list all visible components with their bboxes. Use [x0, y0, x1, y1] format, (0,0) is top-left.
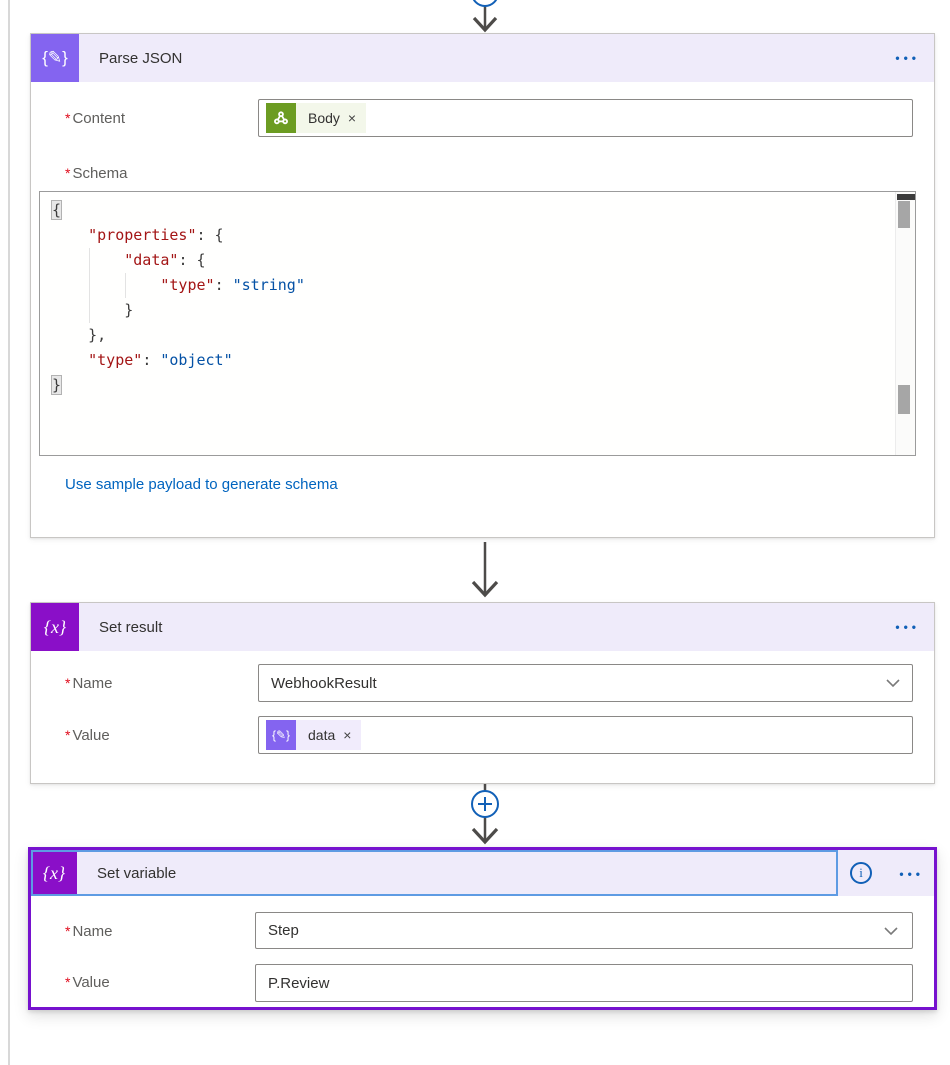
scrollbar-marker: [898, 385, 910, 414]
schema-code: { "properties": { "data": { "type": "str…: [50, 200, 305, 395]
content-field-label: *Content: [65, 110, 125, 127]
parse-json-title: Parse JSON: [99, 49, 183, 67]
scrollbar-thumb[interactable]: [898, 201, 910, 228]
required-asterisk: *: [65, 974, 71, 990]
content-input[interactable]: Body ×: [258, 99, 913, 137]
name-field-label: *Name: [65, 675, 113, 692]
insert-step-button[interactable]: [472, 0, 498, 7]
set-result-title: Set result: [99, 618, 163, 636]
name-field-label: *Name: [65, 923, 113, 940]
connector-parse-to-result: [459, 540, 511, 600]
scrollbar-top-marker: [897, 194, 915, 200]
scope-edge-rule: [8, 0, 10, 1065]
info-icon[interactable]: i: [850, 862, 872, 884]
token-text: data: [308, 727, 336, 743]
value-input[interactable]: {✎} data ×: [258, 716, 913, 754]
indent-guide: [89, 248, 90, 323]
required-asterisk: *: [65, 165, 71, 181]
remove-token-icon[interactable]: ×: [343, 727, 352, 743]
parse-json-output-icon: {✎}: [266, 720, 296, 750]
parse-json-icon: {✎}: [31, 34, 79, 82]
arrow-down-icon: [471, 542, 499, 598]
editor-scrollbar[interactable]: [895, 192, 915, 455]
set-result-header[interactable]: {x} Set result •••: [31, 603, 934, 651]
insert-step-button[interactable]: [471, 790, 499, 818]
request-icon: [266, 103, 296, 133]
arrow-down-icon: [472, 0, 498, 33]
generate-schema-link[interactable]: Use sample payload to generate schema: [65, 476, 338, 493]
set-variable-title: Set variable: [97, 864, 177, 882]
required-asterisk: *: [65, 727, 71, 743]
token-text: Body: [308, 110, 340, 126]
more-commands-button[interactable]: •••: [895, 51, 920, 65]
more-commands-button[interactable]: •••: [899, 867, 924, 881]
parse-json-header[interactable]: {✎} Parse JSON •••: [31, 34, 934, 82]
schema-code-editor[interactable]: { "properties": { "data": { "type": "str…: [39, 191, 916, 456]
remove-token-icon[interactable]: ×: [347, 110, 357, 126]
connector-result-to-variable: [459, 784, 511, 847]
set-variable-header[interactable]: {x} Set variable •••: [31, 850, 934, 896]
required-asterisk: *: [65, 675, 71, 691]
required-asterisk: *: [65, 923, 71, 939]
action-card-set-variable[interactable]: {x} Set variable ••• i *Name *Value: [28, 847, 937, 1010]
connector-above-parse-json: [459, 0, 511, 33]
more-commands-button[interactable]: •••: [895, 620, 920, 634]
required-asterisk: *: [65, 110, 71, 126]
action-card-set-result[interactable]: {x} Set result ••• *Name *Value {✎} data…: [30, 602, 935, 784]
set-variable-icon: {x}: [31, 603, 79, 651]
data-token[interactable]: {✎} data ×: [266, 720, 362, 750]
value-input[interactable]: [255, 964, 913, 1002]
arrow-down-icon: [471, 784, 499, 845]
action-card-parse-json[interactable]: {✎} Parse JSON ••• *Content Body: [30, 33, 935, 538]
indent-guide: [125, 273, 126, 298]
set-variable-icon: {x}: [31, 850, 77, 896]
schema-field-label: *Schema: [65, 165, 128, 182]
name-combobox[interactable]: [258, 664, 913, 702]
name-combobox[interactable]: [255, 912, 913, 949]
value-field-label: *Value: [65, 974, 110, 991]
body-token[interactable]: Body ×: [266, 103, 367, 133]
value-field-label: *Value: [65, 727, 110, 744]
